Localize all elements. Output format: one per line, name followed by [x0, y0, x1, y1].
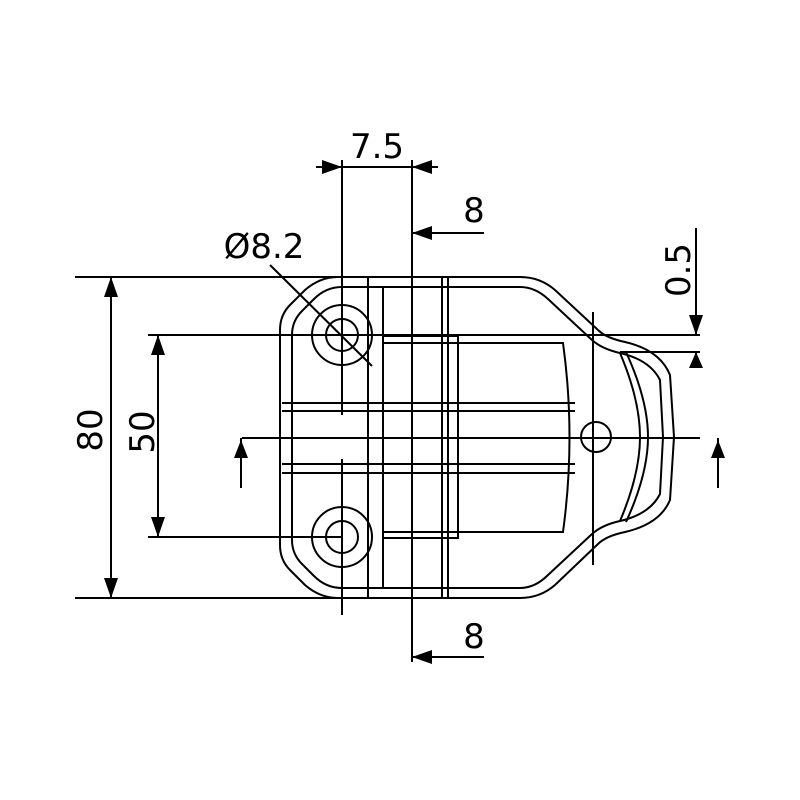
arrow-icon [412, 650, 432, 664]
arrow-icon [104, 277, 118, 297]
body-inner-outline [291, 286, 665, 589]
arrow-icon [151, 517, 165, 537]
arrow-icon [104, 578, 118, 598]
dim-7-5-label: 7.5 [350, 127, 404, 167]
dim-50-label: 50 [123, 410, 163, 453]
arrow-icon [322, 160, 342, 174]
arrow-icon [412, 226, 432, 240]
dim-0-5-label: 0.5 [659, 243, 699, 297]
section-top-label: 8 [463, 191, 485, 231]
diameter-label: Ø8.2 [224, 227, 305, 267]
body-outer-outline [279, 276, 676, 599]
diameter-leader [269, 264, 373, 367]
dim-80-label: 80 [71, 408, 111, 451]
arrow-icon [689, 352, 703, 368]
arrow-icon [412, 160, 432, 174]
arrow-icon [689, 315, 703, 335]
section-bottom-label: 8 [463, 617, 485, 657]
arrow-icon [234, 440, 248, 458]
arrow-icon [151, 335, 165, 355]
arrow-icon [711, 440, 725, 458]
